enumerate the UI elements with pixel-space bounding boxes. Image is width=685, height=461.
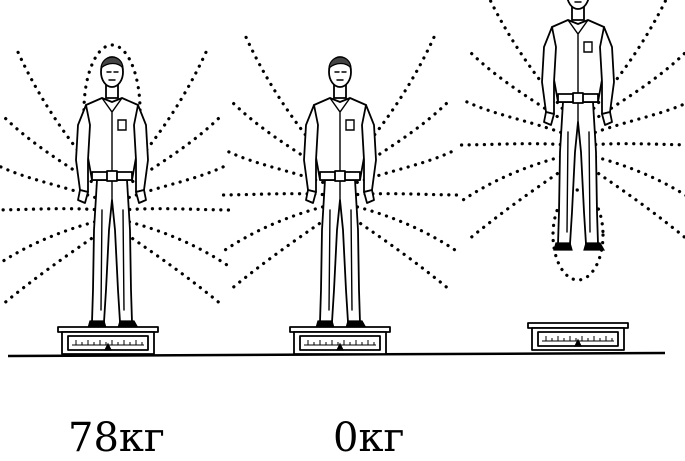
man-1 <box>76 57 148 328</box>
scale-1 <box>58 327 158 354</box>
weight-label-standing: 78кг <box>68 418 165 458</box>
scale-3 <box>528 323 628 350</box>
man-3 <box>542 0 614 250</box>
man-2 <box>304 57 376 328</box>
figure-weightless <box>220 35 460 354</box>
weight-label-weightless: 0кг <box>333 418 404 458</box>
scale-2 <box>290 327 390 354</box>
figure-standing <box>0 45 232 354</box>
figure-floating <box>458 0 685 350</box>
